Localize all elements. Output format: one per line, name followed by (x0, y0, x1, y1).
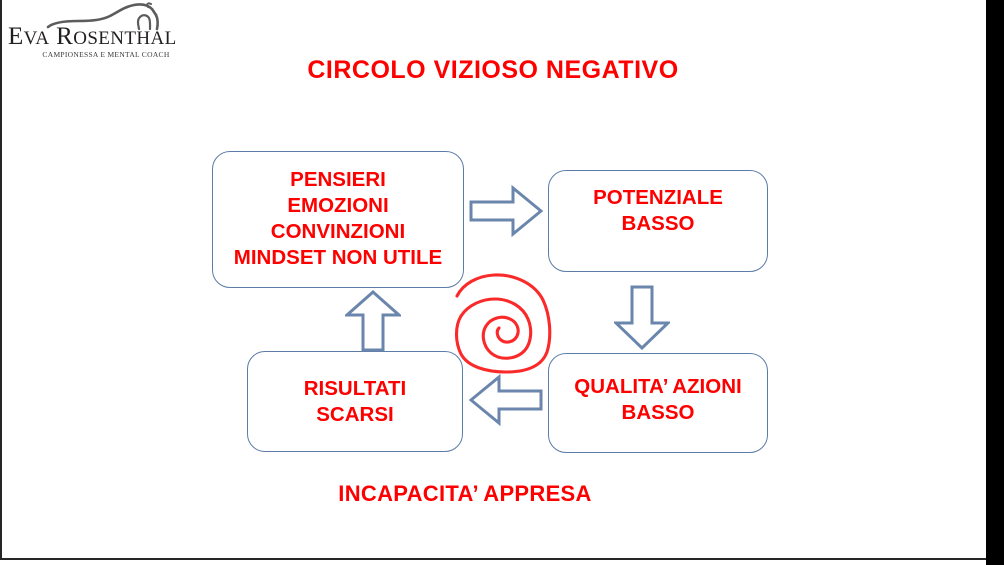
horse-silhouette-icon (44, 2, 174, 32)
slide-bottom-border (0, 558, 986, 560)
logo-wordmark: EVA ROSENTHAL (8, 24, 183, 49)
diagram-box-potential-label: POTENZIALE BASSO (593, 186, 723, 235)
slide-title: CIRCOLO VIZIOSO NEGATIVO (307, 56, 679, 84)
diagram-box-thoughts-label: PENSIERI EMOZIONI CONVINZIONI MINDSET NO… (233, 167, 443, 269)
logo-wordmark-text: EVA ROSENTHAL (8, 23, 177, 50)
arrow-right-icon (469, 185, 543, 237)
logo-tagline: CAMPIONESSA E MENTAL COACH (42, 50, 170, 59)
diagram-box-quality: QUALITA’ AZIONI BASSO (548, 353, 768, 453)
slide-left-border (0, 0, 2, 560)
brand-logo: EVA ROSENTHAL CAMPIONESSA E MENTAL COACH (8, 2, 183, 60)
diagram-box-potential: POTENZIALE BASSO (548, 170, 768, 272)
arrow-left-icon (469, 374, 543, 426)
diagram-box-results-label: RISULTATI SCARSI (303, 376, 407, 426)
slide-right-black-bar (986, 0, 1004, 565)
slide-caption: INCAPACITA’ APPRESA (338, 481, 592, 506)
diagram-box-quality-label: QUALITA’ AZIONI BASSO (574, 375, 742, 424)
arrow-down-icon (614, 285, 670, 350)
diagram-box-results: RISULTATI SCARSI (247, 351, 463, 452)
arrow-up-icon (345, 290, 401, 352)
diagram-box-thoughts: PENSIERI EMOZIONI CONVINZIONI MINDSET NO… (212, 151, 464, 288)
red-spiral-annotation-icon (449, 272, 555, 376)
